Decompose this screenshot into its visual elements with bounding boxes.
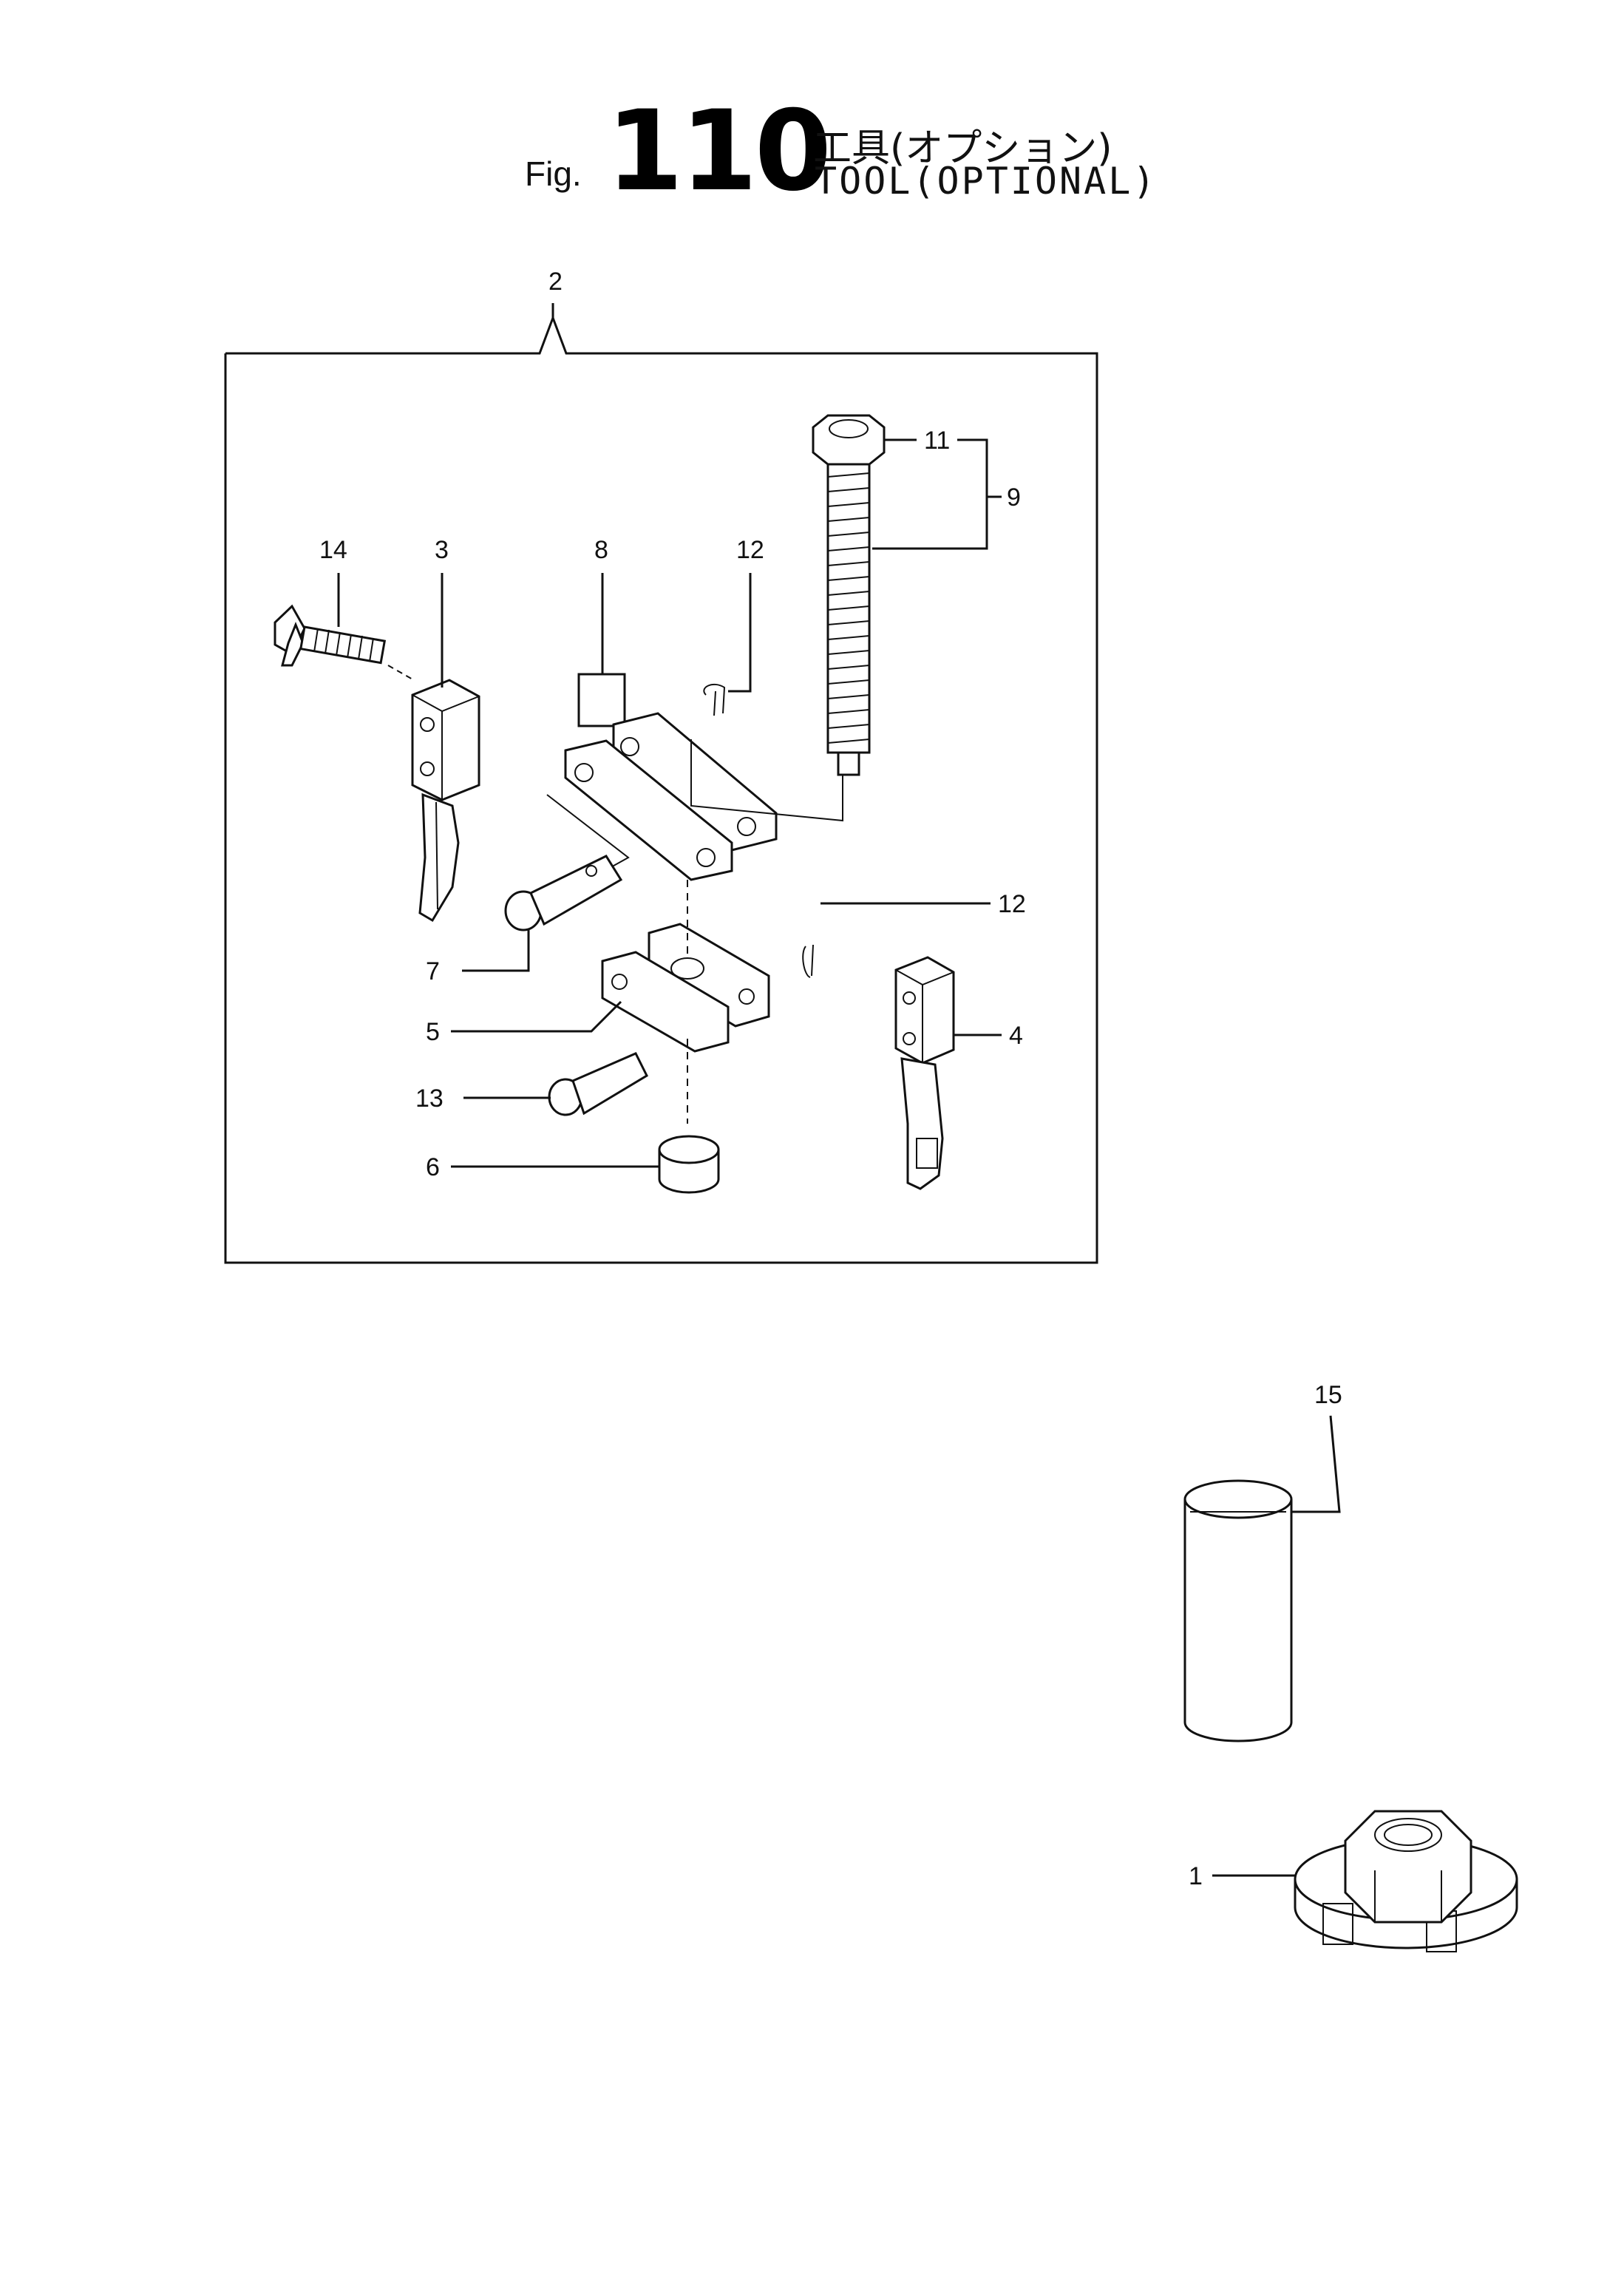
callout-15: 15 [1314, 1381, 1342, 1409]
callout-9: 9 [1007, 483, 1021, 512]
callout-14: 14 [319, 536, 347, 564]
callout-2: 2 [548, 268, 563, 296]
callout-12-upper: 12 [736, 536, 764, 564]
callout-13: 13 [415, 1085, 444, 1113]
callout-4: 4 [1009, 1022, 1023, 1050]
forcing-bolt-part [812, 414, 886, 776]
callout-6: 6 [426, 1153, 440, 1181]
jaw-part-3 [411, 679, 480, 923]
callout-1: 1 [1189, 1862, 1203, 1890]
callout-labels: 2 11 9 14 3 8 12 12 7 5 4 13 6 15 1 [319, 268, 1342, 1890]
split-pin-upper [703, 683, 726, 716]
adapter-part-6 [658, 1135, 720, 1194]
callout-11: 11 [924, 427, 950, 455]
wing-bolt-part [274, 604, 415, 681]
figure-title-english: TOOL(OPTIONAL) [815, 160, 1158, 203]
figure-number: 110 [606, 87, 832, 216]
pin-part-7 [504, 855, 623, 931]
callout-3: 3 [435, 536, 449, 564]
castle-nut-part-1 [1294, 1810, 1518, 1952]
callout-12-lower: 12 [998, 890, 1026, 918]
leader-lines [337, 438, 1341, 1877]
callout-7: 7 [426, 957, 440, 985]
puller-assembly-frame [224, 303, 1098, 1264]
callout-5: 5 [426, 1018, 440, 1046]
upper-link-plates [546, 673, 843, 881]
figure-prefix: Fig. [525, 155, 582, 193]
sleeve-part-15 [1183, 1479, 1293, 1742]
figure-title-japanese: 工具(オプション) [813, 126, 1112, 171]
lower-link-part [601, 880, 770, 1053]
callout-8: 8 [594, 536, 608, 564]
jaw-part-4 [894, 956, 955, 1190]
pin-part-13 [548, 1039, 688, 1124]
split-pin-lower [802, 944, 814, 978]
